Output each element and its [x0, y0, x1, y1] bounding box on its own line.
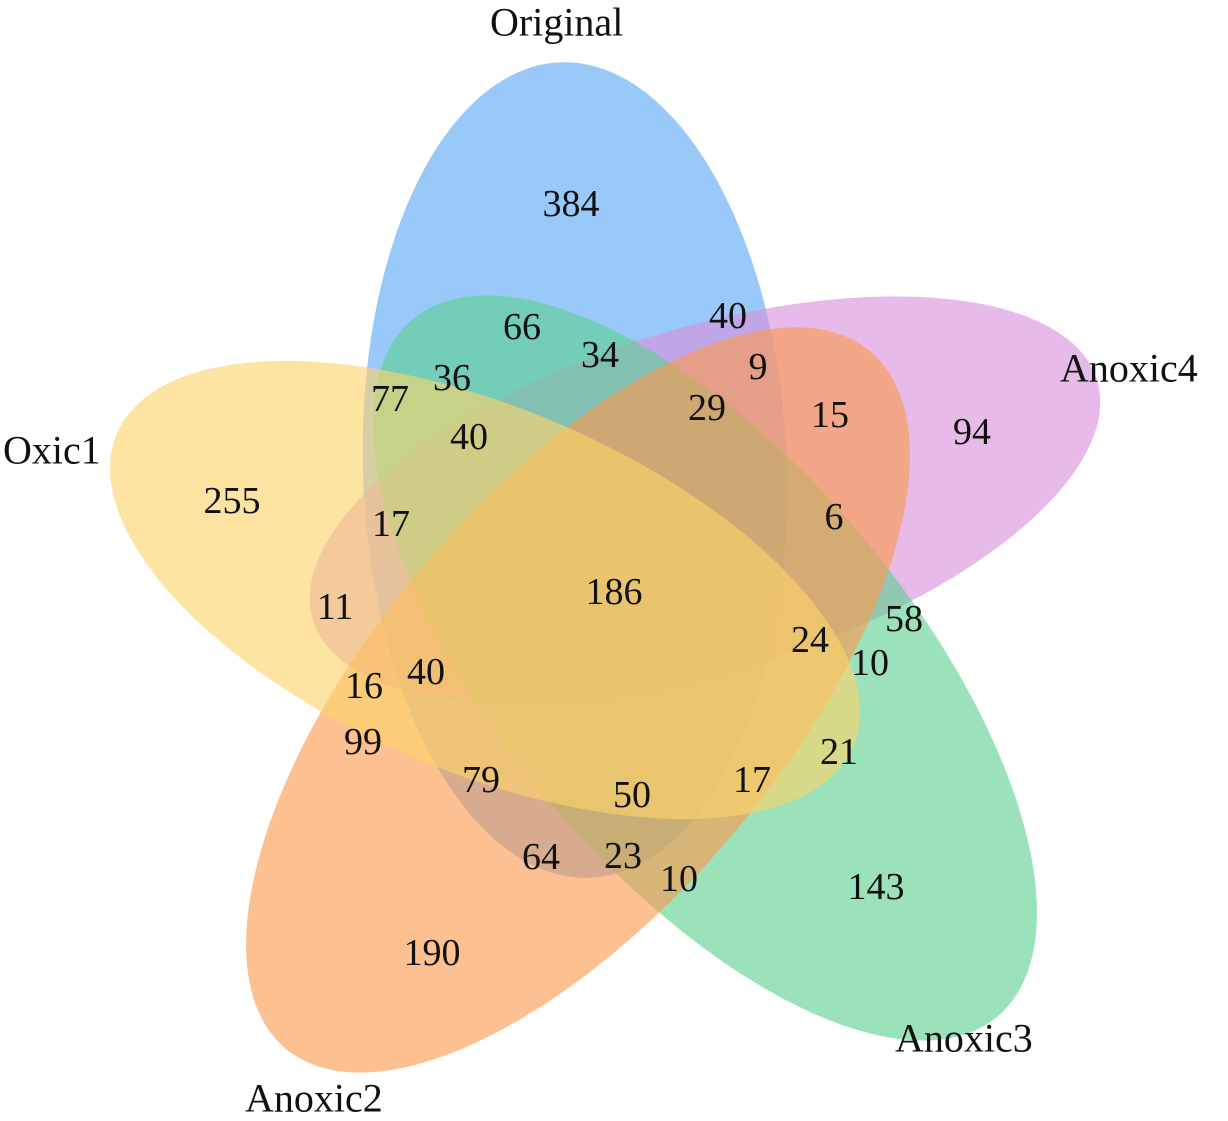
- region-count: 10: [660, 858, 698, 900]
- region-count: 40: [450, 416, 488, 458]
- region-count: 99: [344, 721, 382, 763]
- region-count: 143: [848, 866, 905, 908]
- region-count: 79: [462, 759, 500, 801]
- region-count: 40: [407, 651, 445, 693]
- region-count: 190: [404, 932, 461, 974]
- region-count: 17: [733, 759, 771, 801]
- region-count: 64: [522, 836, 560, 878]
- region-count: 16: [345, 665, 383, 707]
- region-count: 186: [586, 571, 643, 613]
- set-label-anoxic3: Anoxic3: [895, 1016, 1033, 1061]
- set-label-anoxic4: Anoxic4: [1060, 346, 1198, 391]
- region-count: 40: [709, 295, 747, 337]
- region-count: 11: [317, 586, 354, 628]
- region-count: 58: [885, 598, 923, 640]
- region-count: 17: [372, 503, 410, 545]
- region-count: 66: [503, 306, 541, 348]
- set-ellipse-oxic1: [110, 360, 860, 820]
- region-count: 6: [825, 496, 844, 538]
- region-count: 34: [581, 334, 619, 376]
- region-count: 255: [204, 480, 261, 522]
- region-count: 23: [604, 835, 642, 877]
- region-count: 384: [543, 183, 600, 225]
- set-label-oxic1: Oxic1: [3, 428, 101, 473]
- region-count: 24: [791, 619, 829, 661]
- region-count: 29: [688, 387, 726, 429]
- region-count: 36: [433, 357, 471, 399]
- region-count: 77: [371, 378, 409, 420]
- region-count: 10: [851, 642, 889, 684]
- region-count: 94: [953, 411, 991, 453]
- region-count: 50: [613, 774, 651, 816]
- region-count: 15: [811, 394, 849, 436]
- set-label-original: Original: [490, 0, 623, 45]
- region-count: 21: [820, 731, 858, 773]
- set-label-anoxic2: Anoxic2: [245, 1076, 383, 1121]
- region-count: 9: [749, 346, 768, 388]
